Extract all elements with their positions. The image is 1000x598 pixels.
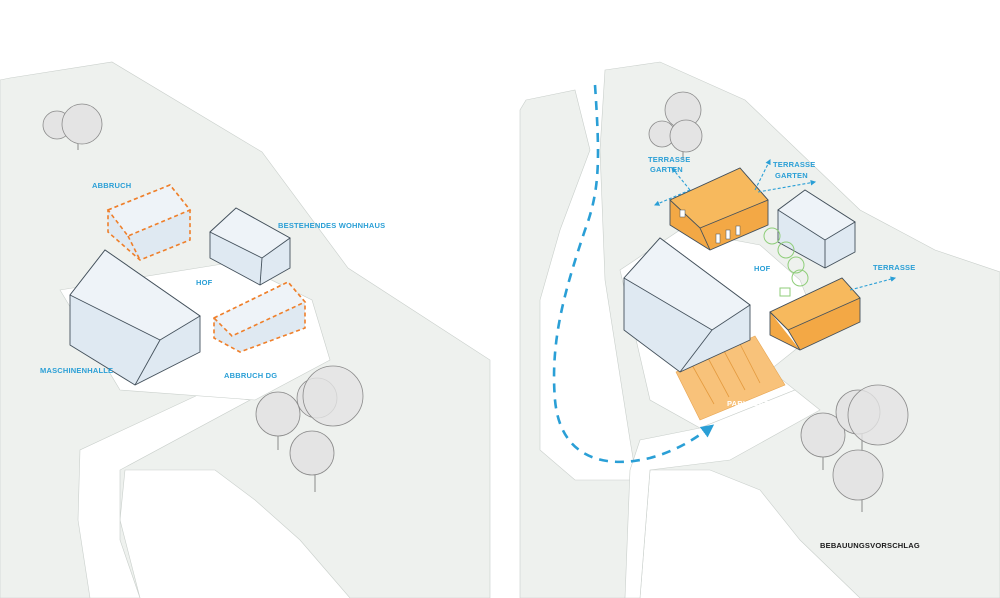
building-abbruch bbox=[106, 184, 192, 261]
building-maschinenhalle bbox=[69, 249, 201, 386]
label-hof-right: HOF bbox=[754, 264, 771, 273]
left-access-road bbox=[77, 393, 251, 598]
tree-cluster-right-bottom bbox=[800, 384, 909, 512]
tree-cluster-left-bottom bbox=[255, 365, 364, 492]
building-bestehendes-wohnhaus bbox=[209, 207, 291, 286]
label-garten-left: GARTEN bbox=[650, 165, 683, 174]
building-wohnhaus-right bbox=[777, 189, 856, 269]
label-terrasse-right-1: TERRASSE bbox=[773, 160, 815, 169]
label-bestehendes-wohnhaus: BESTEHENDES WOHNHAUS bbox=[278, 221, 385, 230]
caption-bebauungsvorschlag: BEBAUUNGSVORSCHLAG bbox=[820, 541, 920, 550]
label-terrasse: TERRASSE bbox=[873, 263, 915, 272]
tree-cluster-left-top bbox=[42, 103, 103, 150]
green-shrubs bbox=[763, 227, 809, 297]
label-abbruch: ABBRUCH bbox=[92, 181, 131, 190]
right-ground-strip bbox=[519, 89, 641, 598]
tree-cluster-right-top bbox=[648, 91, 703, 160]
building-new-north bbox=[669, 167, 769, 251]
terrace-arrows bbox=[653, 159, 897, 291]
building-maschinenhalle-right bbox=[623, 237, 751, 373]
building-new-south bbox=[769, 277, 861, 351]
label-parkplatz: PARKPLATZ bbox=[727, 399, 773, 408]
label-hof-left: HOF bbox=[196, 278, 213, 287]
right-access-road bbox=[624, 389, 821, 598]
label-terrasse-left-1: TERRASSE bbox=[648, 155, 690, 164]
building-abbruch-dg bbox=[212, 281, 307, 353]
left-plan: ABBRUCH BESTEHENDES WOHNHAUS HOF MASCHIN… bbox=[0, 61, 491, 598]
right-plan: TERRASSE GARTEN TERRASSE GARTEN HOF TERR… bbox=[519, 61, 1000, 598]
label-abbruch-dg: ABBRUCH DG bbox=[224, 371, 277, 380]
access-route-arrow bbox=[552, 84, 715, 464]
label-garten-right: GARTEN bbox=[775, 171, 808, 180]
label-maschinenhalle: MASCHINENHALLE bbox=[40, 366, 113, 375]
parking-stall-lines bbox=[691, 343, 761, 405]
